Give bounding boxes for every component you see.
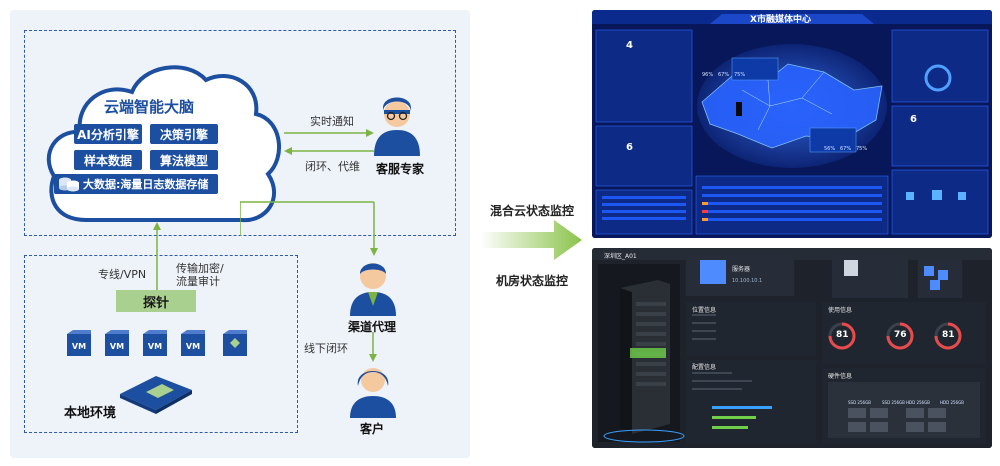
kpi-number-3: 6 [910, 114, 917, 125]
local-region-border [24, 255, 298, 433]
network-switch-icon [223, 330, 247, 356]
offline-label: 线下闭环 [304, 342, 348, 355]
rack-tag: 深圳区_A01 [604, 253, 637, 260]
notify-label: 实时通知 [310, 115, 354, 128]
ai-analysis-engine: AI分析引擎 [74, 124, 142, 144]
expert-icon [374, 97, 420, 156]
dashboard-bg [592, 10, 992, 238]
probe-box: 探针 [116, 290, 196, 312]
sample-data: 样本数据 [74, 150, 142, 170]
kpi-number-2: 6 [626, 142, 633, 153]
location-title: 位置信息 [692, 307, 717, 314]
algorithm-model: 算法模型 [150, 150, 218, 170]
service-ip: 10.100.10.1 [732, 278, 763, 284]
gauge-top-5: 67% [840, 146, 852, 152]
database-icon [59, 177, 79, 192]
vm-icon: VM [142, 330, 168, 364]
maintenance-arrow [284, 147, 374, 155]
svg-text:VM: VM [110, 342, 124, 351]
gauge-top-4: 56% [824, 146, 836, 152]
gauge-top-6: 75% [856, 146, 868, 152]
hardware-title: 硬件信息 [828, 373, 853, 380]
closed-loop-label: 闭环、代维 [305, 160, 360, 173]
expert-label: 客服专家 [376, 162, 425, 176]
usage-title: 使用信息 [828, 307, 853, 314]
local-env-label: 本地环境 [64, 406, 117, 421]
hybrid-cloud-dashboard: X市融媒体中心 4 6 6 96% 67% 75% 56% 67% 75% [592, 10, 992, 238]
vm-icon: VM [66, 330, 92, 364]
vpn-label: 专线/VPN [98, 268, 147, 281]
vm-icon: VM [104, 330, 130, 364]
usage-gauge-2: 76 [894, 330, 907, 340]
usage-gauge-1: 81 [836, 330, 849, 340]
encrypt-label-2: 流量审计 [176, 275, 220, 288]
customer-icon [350, 368, 396, 418]
customer-label: 客户 [360, 422, 385, 436]
appliance-icon [120, 376, 192, 414]
dashboard-title: X市融媒体中心 [750, 15, 811, 25]
config-title: 配置信息 [692, 364, 717, 371]
right-branch-line [240, 201, 378, 256]
disk-3: HDD 256GB [906, 400, 930, 405]
gauge-top-3: 75% [734, 72, 746, 78]
disk-4: HDD 256GB [940, 400, 964, 405]
hybrid-cloud-label: 混合云状态监控 [490, 204, 575, 218]
service-title: 服务器 [732, 266, 751, 273]
storage-label: 大数据:海量日志数据存储 [83, 178, 209, 191]
svg-text:VM: VM [72, 342, 86, 351]
flow-arrow [480, 220, 582, 260]
cloud-title: 云端智能大脑 [104, 98, 195, 116]
encrypt-label-1: 传输加密/ [176, 262, 224, 275]
vm-icon: VM [180, 330, 206, 364]
svg-text:VM: VM [148, 342, 162, 351]
room-monitor-dashboard: 深圳区_A01 服务器 10.100.10.1 位置信息 配置信息 使用信息 硬… [592, 248, 992, 448]
room-dashboard-bg [592, 248, 992, 448]
disk-1: SSD 256GB [848, 400, 871, 405]
gauge-top-2: 67% [718, 72, 730, 78]
svg-text:VM: VM [186, 342, 200, 351]
gauge-top-1: 96% [702, 72, 714, 78]
agent-to-customer-arrow [369, 332, 377, 362]
probe-to-cloud-arrow [153, 222, 161, 290]
kpi-number-1: 4 [626, 40, 633, 51]
notify-arrow [284, 129, 374, 137]
agent-label: 渠道代理 [348, 320, 397, 334]
decision-engine: 决策引擎 [150, 124, 218, 144]
usage-gauge-3: 81 [942, 330, 955, 340]
disk-2: SSD 256GB [882, 400, 905, 405]
big-data-storage: 大数据:海量日志数据存储 [54, 174, 218, 194]
room-monitor-label: 机房状态监控 [496, 274, 569, 288]
agent-icon [350, 263, 396, 316]
